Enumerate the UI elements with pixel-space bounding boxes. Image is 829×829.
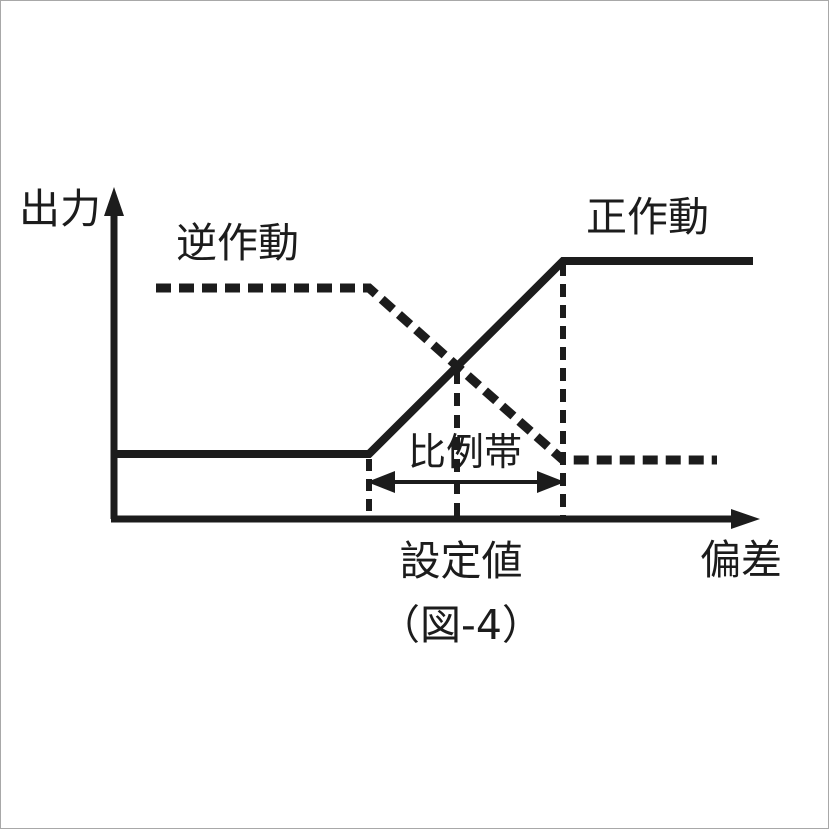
direct-action-series [114, 257, 753, 458]
reverse-action-curve [156, 283, 717, 465]
y-axis-label: 出力 [19, 185, 101, 233]
proportional-band-label: 比例帯 [408, 430, 522, 474]
proportional-band-span [367, 471, 565, 493]
reference-lines-group [366, 263, 566, 517]
arrow-up-icon [104, 187, 124, 216]
reverse-action-series [156, 283, 717, 465]
direct-action-label: 正作動 [586, 193, 709, 241]
axes-group [104, 187, 760, 529]
arrow-right-icon [537, 471, 565, 493]
arrow-right-icon [731, 509, 760, 529]
set-value-label: 設定値 [400, 537, 523, 585]
direct-action-curve [114, 257, 753, 458]
figure-caption: （図-4） [379, 601, 543, 649]
reverse-action-label: 逆作動 [176, 219, 299, 267]
x-axis-label: 偏差 [700, 536, 782, 584]
arrow-left-icon [367, 471, 395, 493]
